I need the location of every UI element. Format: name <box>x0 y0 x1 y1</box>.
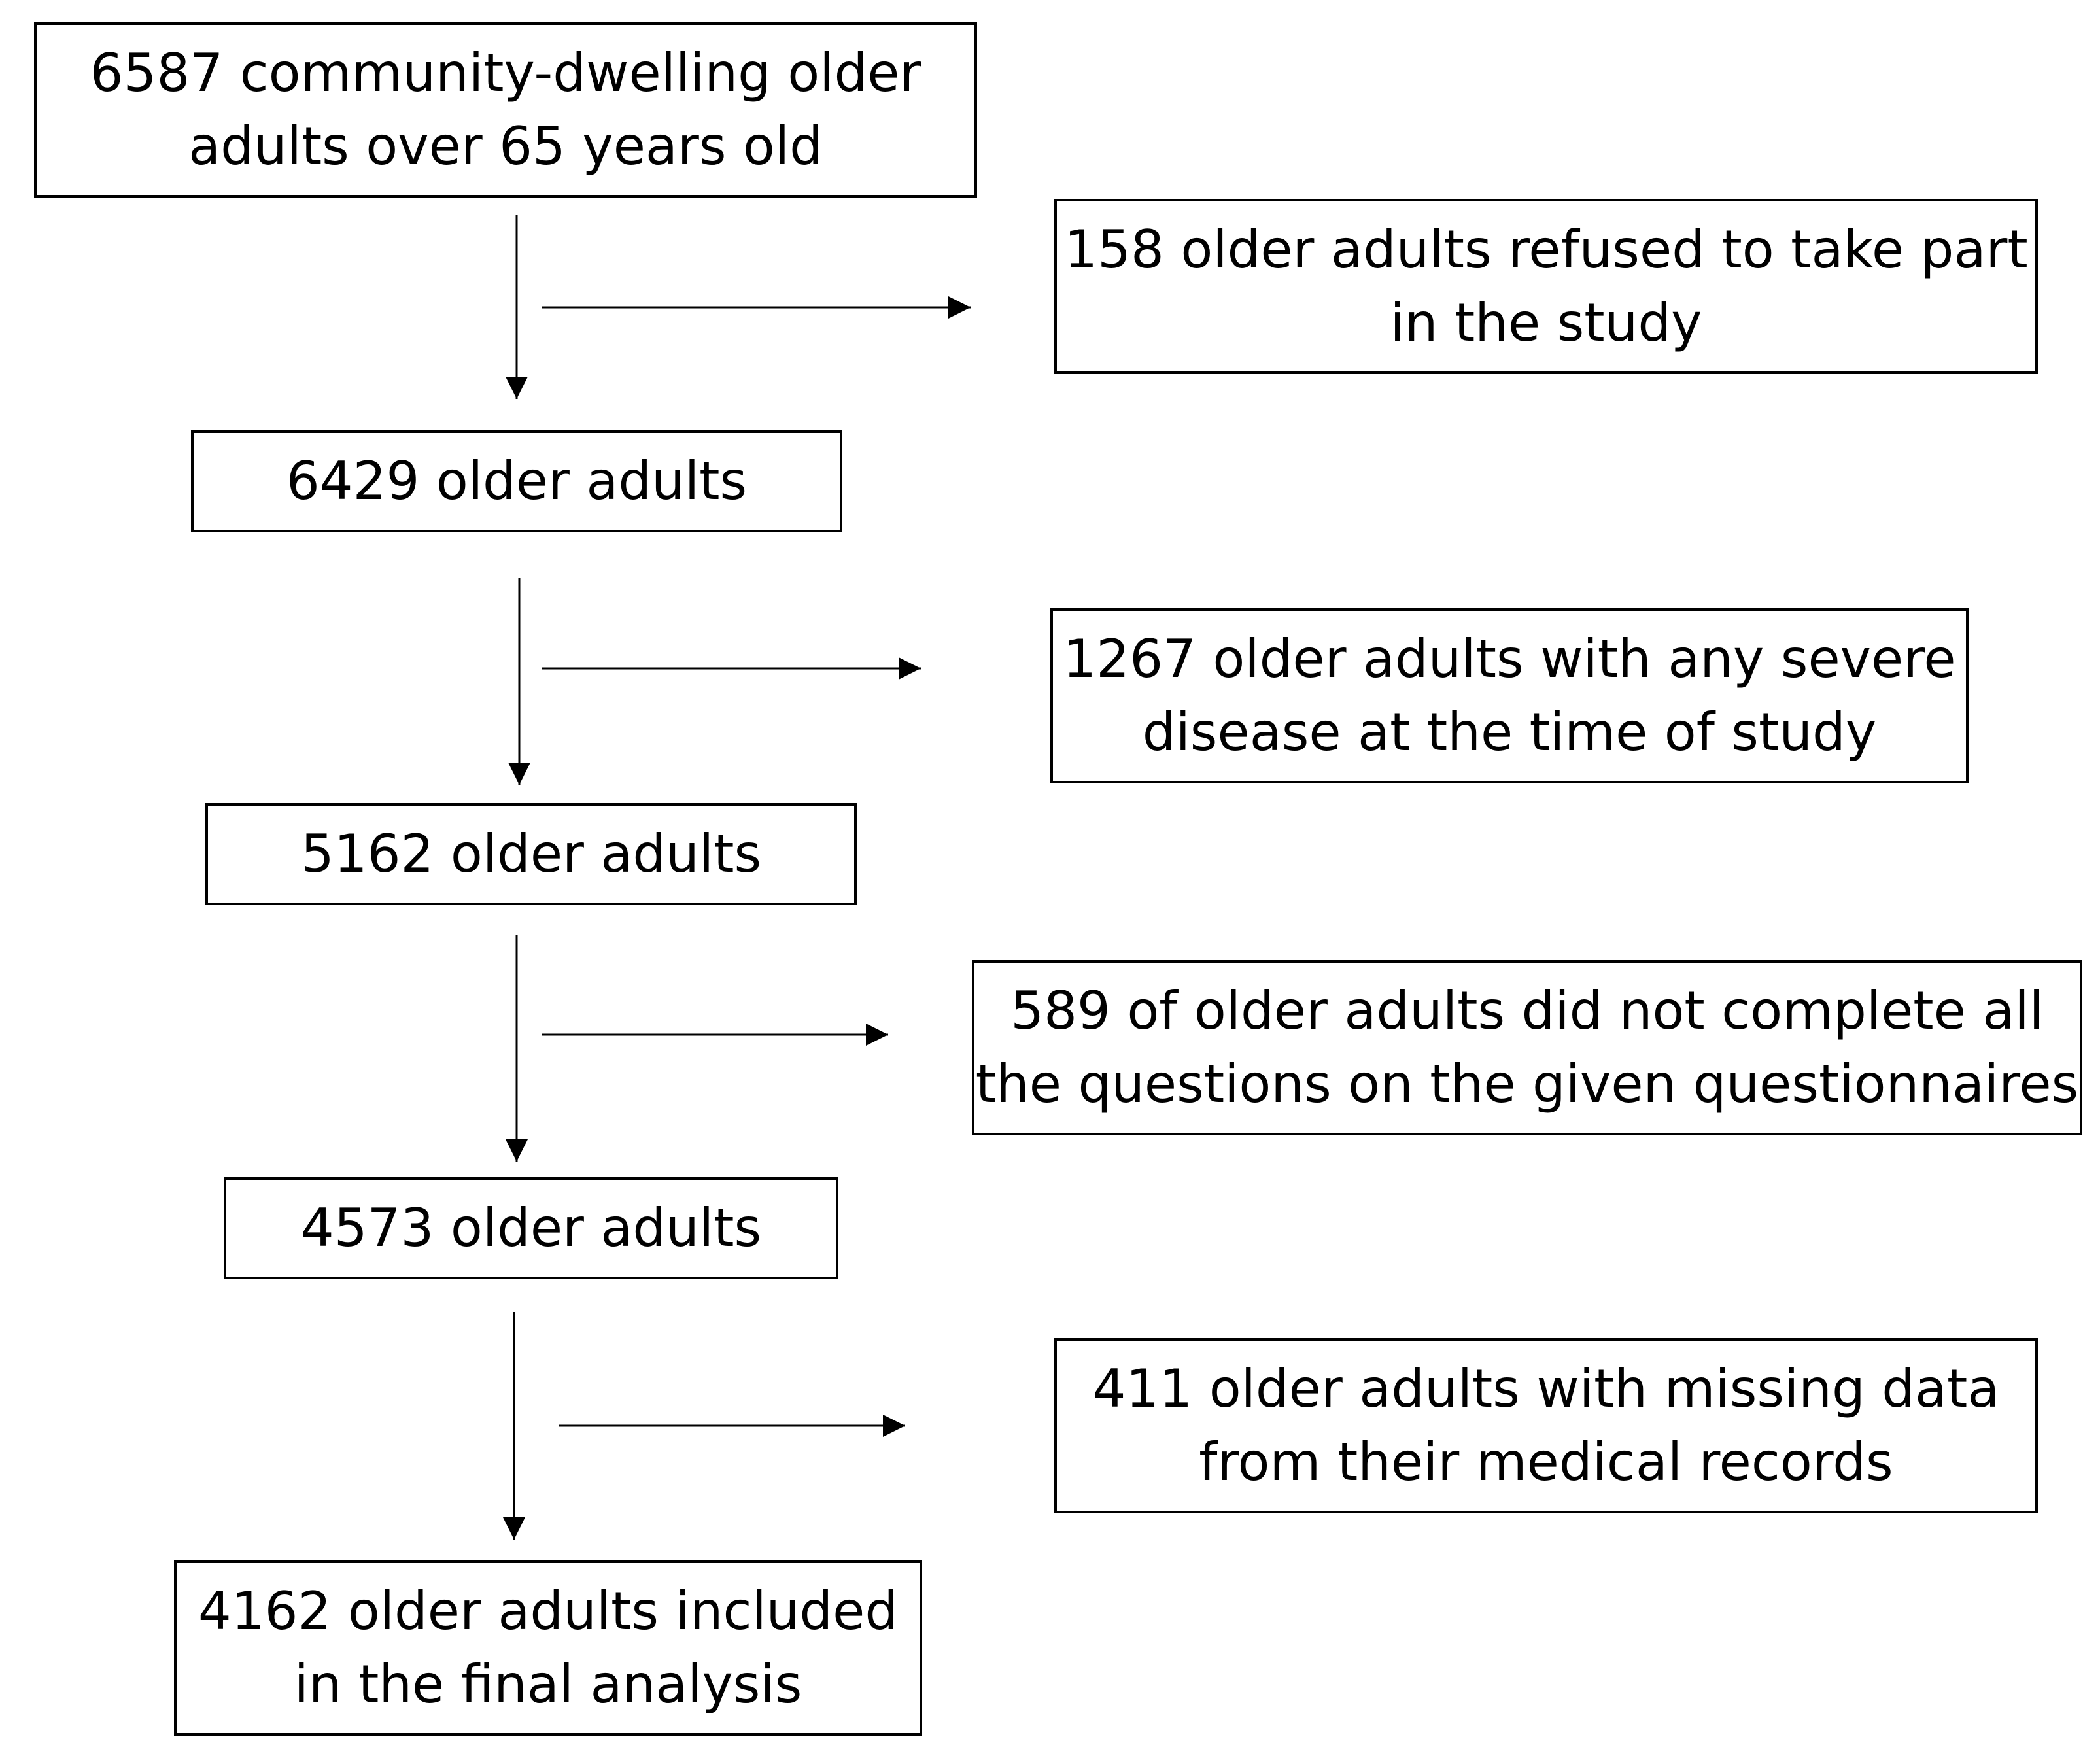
exclusion-box-line: 411 older adults with missing data <box>1092 1358 2000 1419</box>
flow-box-after-questionnaire-exclusion: 4573 older adults <box>224 1177 838 1279</box>
flow-box-line: adults over 65 years old <box>188 116 823 177</box>
exclusion-box-line: 1267 older adults with any severe <box>1063 628 1956 689</box>
flow-box-after-disease-exclusion: 5162 older adults <box>205 803 857 905</box>
flow-box-line: 5162 older adults <box>300 823 762 884</box>
flow-box-line: in the final analysis <box>294 1654 802 1715</box>
exclusion-box-line: the questions on the given questionnaire… <box>975 1054 2079 1114</box>
exclusion-box-line: in the study <box>1390 292 1702 353</box>
exclusion-box-refused: 158 older adults refused to take part in… <box>1054 199 2038 374</box>
exclusion-box-incomplete-questionnaire: 589 of older adults did not complete all… <box>972 960 2082 1135</box>
exclusion-box-missing-records: 411 older adults with missing data from … <box>1054 1338 2038 1513</box>
flow-box-line: 4162 older adults included <box>198 1581 899 1642</box>
flow-box-line: 6587 community-dwelling older <box>90 43 921 103</box>
exclusion-box-line: disease at the time of study <box>1142 702 1877 763</box>
flow-box-initial-population: 6587 community-dwelling older adults ove… <box>34 22 977 198</box>
exclusion-box-line: from their medical records <box>1199 1432 1893 1492</box>
flow-box-after-refusal: 6429 older adults <box>191 430 842 532</box>
exclusion-box-line: 589 of older adults did not complete all <box>1010 980 2044 1041</box>
exclusion-box-severe-disease: 1267 older adults with any severe diseas… <box>1050 608 1969 783</box>
flow-box-final-analysis: 4162 older adults included in the final … <box>174 1560 922 1736</box>
flow-box-line: 6429 older adults <box>286 451 748 511</box>
flow-box-line: 4573 older adults <box>300 1197 762 1258</box>
exclusion-box-line: 158 older adults refused to take part <box>1064 219 2028 280</box>
